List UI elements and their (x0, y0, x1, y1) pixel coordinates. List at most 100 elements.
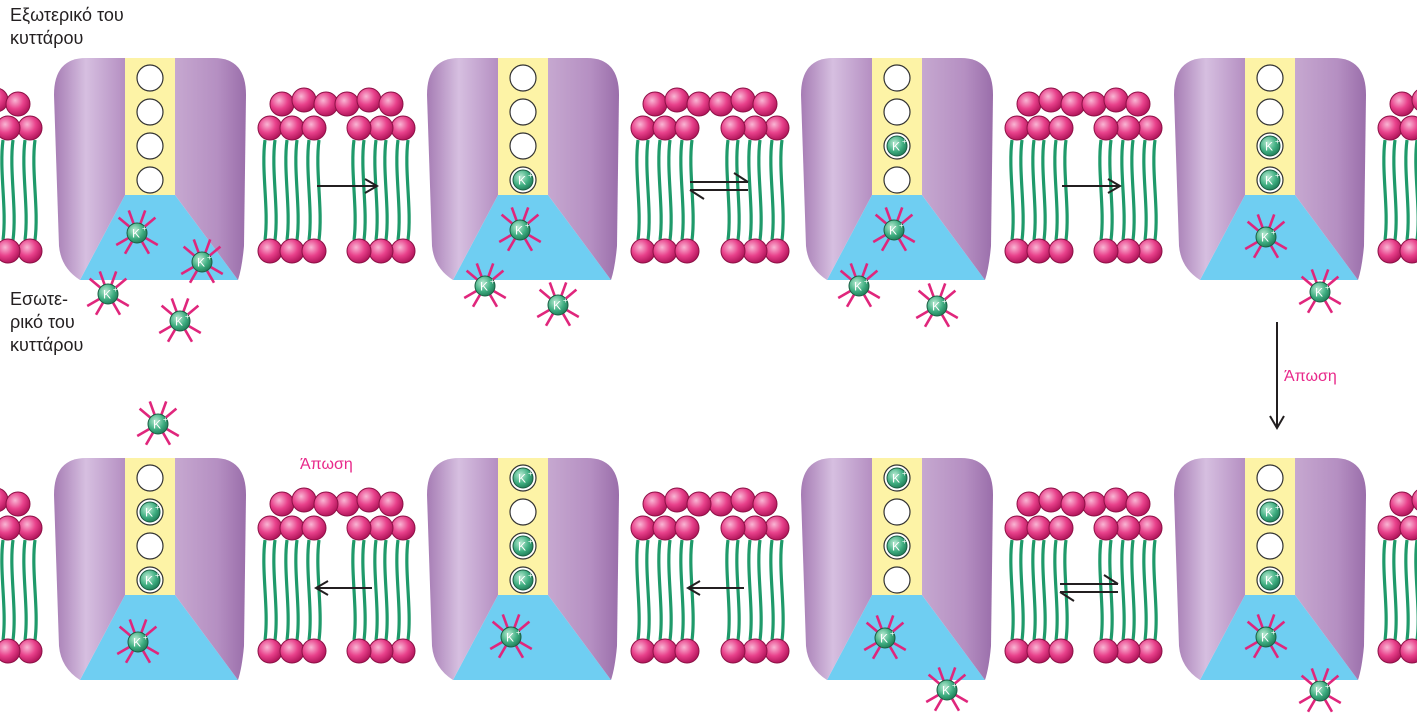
ion-charge: + (185, 312, 190, 321)
filter-site-empty (137, 99, 163, 125)
hydrated-ion-cytoplasm: K+ (916, 283, 958, 326)
lipid-head (721, 639, 745, 663)
water-molecule (1308, 699, 1316, 712)
filter-site-empty (510, 99, 536, 125)
ion-symbol: K (880, 632, 888, 646)
ion-symbol: K (1315, 286, 1323, 300)
lipid-head (721, 516, 745, 540)
water-molecule (162, 306, 173, 316)
lipid-head (765, 239, 789, 263)
transition-arrow (317, 179, 377, 193)
lipid-head (1116, 116, 1140, 140)
ion-charge: + (890, 629, 895, 638)
lipid-head (653, 639, 677, 663)
lipid-head (765, 639, 789, 663)
lipid-head (1005, 639, 1029, 663)
filter-site-empty (137, 167, 163, 193)
water-molecule (90, 279, 101, 289)
lipid-head (18, 116, 42, 140)
lipid-head (280, 239, 304, 263)
ion-charge: + (516, 628, 521, 637)
lipid-head (1104, 88, 1128, 112)
lipid-head (743, 516, 767, 540)
ion-symbol: K (1265, 506, 1273, 520)
lipid-head (347, 239, 371, 263)
ion-symbol: K (518, 540, 526, 554)
inside-label-line1: Εσωτε- (10, 288, 83, 311)
lipid-tail (1110, 540, 1112, 640)
water-molecule (952, 698, 960, 711)
lipid-head (357, 88, 381, 112)
ion-charge: + (902, 469, 907, 478)
lipid-head (675, 116, 699, 140)
ion-symbol: K (515, 224, 523, 238)
ion-symbol: K (892, 140, 900, 154)
lipid-head (18, 516, 42, 540)
water-molecule (925, 314, 933, 327)
lipid-tail (385, 140, 387, 240)
filter-site-occupied: K+ (1257, 499, 1283, 525)
water-molecule (916, 311, 929, 319)
lipid-head (391, 239, 415, 263)
water-molecule (168, 329, 176, 342)
lipid-tail (637, 540, 639, 640)
lipid-tail (669, 540, 671, 640)
ion-symbol: K (480, 280, 488, 294)
ion-charge: + (142, 224, 147, 233)
ion-charge: + (528, 571, 533, 580)
hydrated-ion-released: K+ (137, 401, 179, 444)
water-molecule (1325, 300, 1333, 313)
lipid-head (1094, 239, 1118, 263)
lipid-tail (2, 140, 4, 240)
lipid-tail (647, 540, 649, 640)
lipid-head (1039, 88, 1063, 112)
lipid-head (391, 516, 415, 540)
ion-charge: + (155, 571, 160, 580)
lipid-tail (24, 540, 26, 640)
lipid-head (1138, 639, 1162, 663)
lipid-tails (1011, 140, 1067, 240)
ion-symbol: K (1265, 174, 1273, 188)
lipid-head (1400, 239, 1417, 263)
lipid-tail (375, 540, 377, 640)
water-molecule (864, 294, 872, 307)
lipid-head (379, 492, 403, 516)
lipid-tail (274, 540, 276, 640)
lipid-head (6, 92, 30, 116)
filter-site-occupied: K+ (137, 567, 163, 593)
lipid-head (1378, 116, 1402, 140)
lipid-head (743, 639, 767, 663)
ion-symbol: K (197, 256, 205, 270)
lipid-head (1005, 239, 1029, 263)
lipid-tail (363, 140, 365, 240)
channel-state-5: K+K+K+K+ (1082, 458, 1417, 712)
water-molecule (940, 283, 945, 297)
water-molecule (563, 313, 571, 326)
lipid-head (1094, 116, 1118, 140)
lipid-tails (1100, 140, 1156, 240)
lipid-head (270, 492, 294, 516)
water-molecule (188, 326, 201, 334)
ion-charge: + (1275, 171, 1280, 180)
lipid-head (280, 116, 304, 140)
lipid-head (270, 92, 294, 116)
filter-site-empty (137, 465, 163, 491)
lipid-head (1027, 516, 1051, 540)
lipid-head (675, 516, 699, 540)
lipid-head (258, 516, 282, 540)
lipid-head (1116, 639, 1140, 663)
lipid-tail (286, 140, 288, 240)
lipid-tail (1406, 540, 1408, 640)
ion-symbol: K (518, 574, 526, 588)
ion-charge: + (490, 277, 495, 286)
lipid-head (314, 92, 338, 116)
ion-charge: + (113, 285, 118, 294)
ion-charge: + (1325, 283, 1330, 292)
water-molecule (1299, 297, 1312, 305)
lipid-tail (1394, 140, 1396, 240)
lipid-head (1378, 239, 1402, 263)
water-molecule (550, 282, 555, 296)
lipid-tails (637, 540, 693, 640)
lipid-tail (1406, 140, 1408, 240)
ion-symbol: K (145, 574, 153, 588)
